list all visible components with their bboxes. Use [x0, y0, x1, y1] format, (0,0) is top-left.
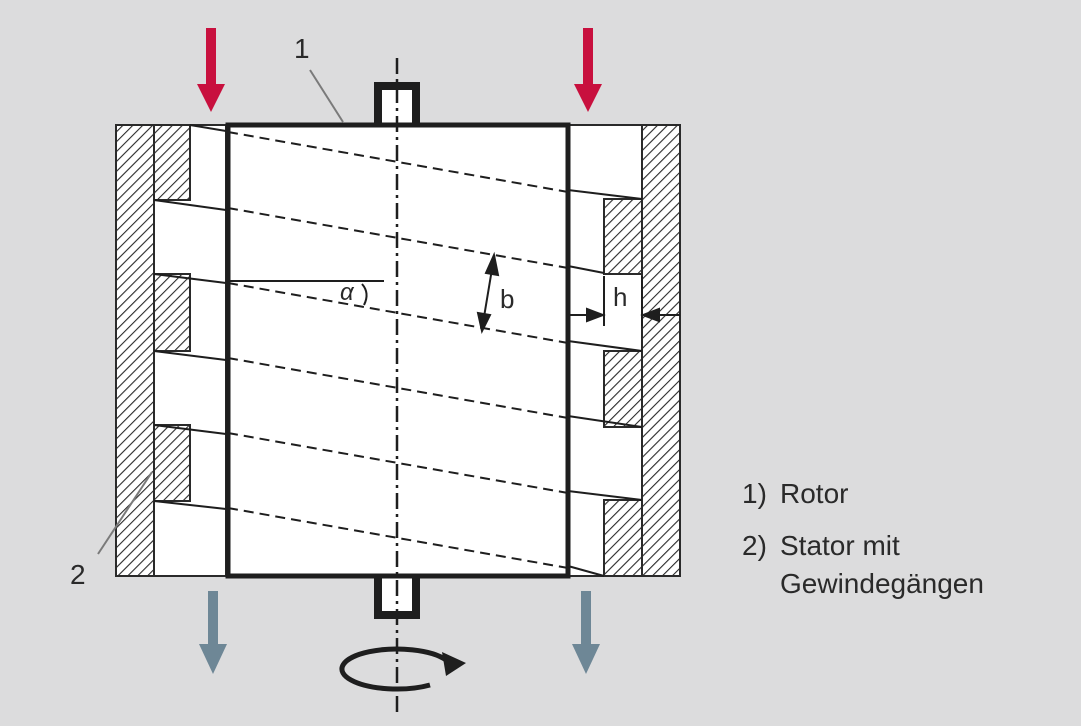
stator-callout: 2 — [70, 559, 86, 590]
thread-channel-edges — [153, 124, 643, 577]
depth-dimension — [570, 276, 680, 326]
down-arrow-icon — [197, 28, 225, 112]
legend-number: 2) — [742, 530, 767, 561]
rotor-callout: 1 — [294, 33, 310, 64]
thread-line — [227, 207, 569, 269]
thread-line — [227, 131, 569, 193]
angle-label: α — [340, 279, 355, 306]
legend: 1) Rotor 2) Stator mit Gewindegängen — [742, 474, 984, 604]
legend-number: 1) — [742, 478, 767, 509]
thread-line — [227, 282, 569, 344]
legend-text: Rotor — [780, 478, 849, 509]
stator-leader-line — [97, 471, 153, 555]
down-arrow-icon — [572, 591, 600, 674]
rotation-arrow-icon — [339, 646, 448, 692]
stator-right — [567, 124, 681, 577]
thread-line — [227, 507, 569, 569]
thread-line — [227, 357, 569, 419]
down-arrow-icon — [199, 591, 227, 674]
legend-item-stator: 2) Stator mit — [742, 526, 984, 566]
thread-line — [227, 432, 569, 494]
depth-label: h — [613, 282, 627, 312]
thread-lines — [227, 131, 569, 569]
width-label: b — [500, 284, 514, 314]
rotor-leader-line — [309, 69, 344, 123]
legend-text-continuation: Gewindegängen — [780, 568, 984, 599]
legend-item-rotor: 1) Rotor — [742, 474, 984, 514]
angle-marker — [228, 280, 384, 306]
legend-text: Stator mit — [780, 530, 900, 561]
stator-left — [115, 124, 227, 577]
down-arrow-icon — [574, 28, 602, 112]
width-dimension — [476, 251, 500, 334]
stator-right-channels — [567, 124, 643, 577]
rotation-arrow-head — [442, 652, 466, 676]
